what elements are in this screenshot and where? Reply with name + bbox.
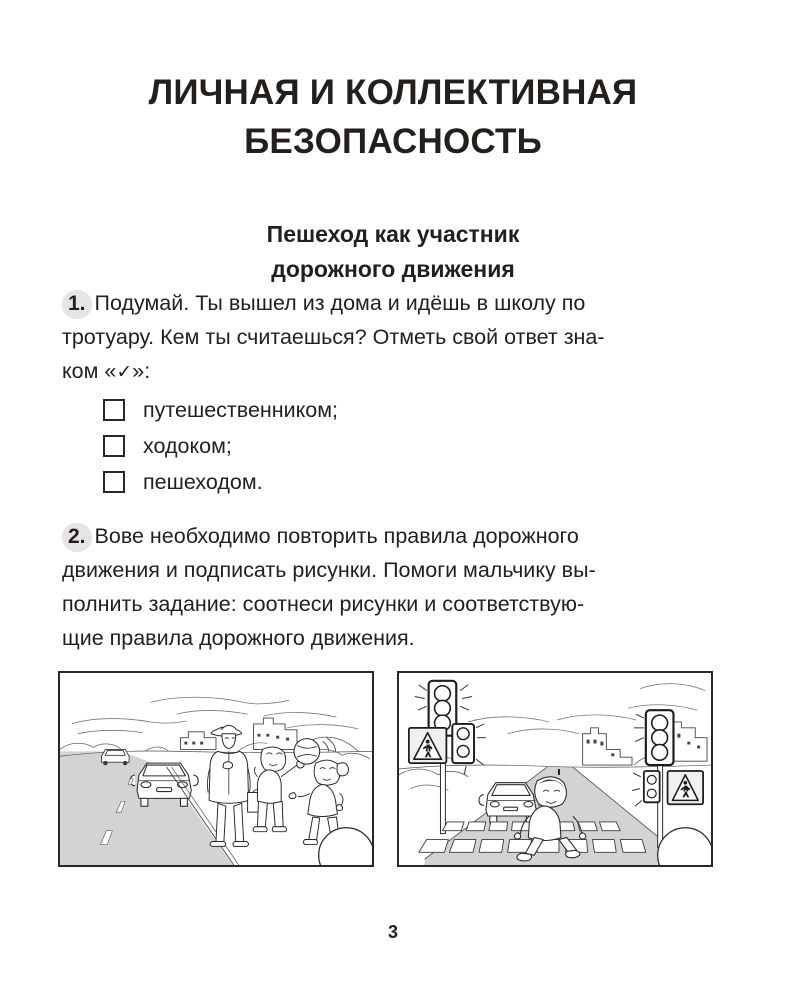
task-1: 1.Подумай. Ты вышел из дома и идёшь в шк… <box>62 286 727 390</box>
option-row-walker[interactable]: ходоком; <box>103 430 603 461</box>
task-1-line-2: тротуару. Кем ты считаешься? Отметь свой… <box>62 325 605 349</box>
section-subtitle: Пешеход как участник дорожного движения <box>60 217 726 287</box>
figure-right-drawing <box>399 673 711 865</box>
task-1-number: 1. <box>62 290 92 319</box>
figure-boy-crossing-at-traffic-light[interactable] <box>397 671 713 867</box>
task-2-line-4: щие правила дорожного движения. <box>62 626 415 650</box>
option-label-traveller: путешественником; <box>143 397 339 422</box>
checkbox-walker[interactable] <box>103 434 125 457</box>
task-1-first-line: 1.Подумай. Ты вышел из дома и идёшь в шк… <box>62 286 727 320</box>
task-1-line-1: Подумай. Ты вышел из дома и идёшь в школ… <box>94 291 586 315</box>
page-title-line-2: БЕЗОПАСНОСТЬ <box>244 122 542 162</box>
page-title: ЛИЧНАЯ И КОЛЛЕКТИВНАЯ БЕЗОПАСНОСТЬ <box>60 68 726 166</box>
figure-pedestrians-on-sidewalk[interactable] <box>58 671 374 867</box>
task-2-number: 2. <box>62 523 92 552</box>
figure-left-drawing <box>60 673 372 865</box>
task-2-first-line: 2.Вове необходимо повторить правила доро… <box>62 519 727 553</box>
section-subtitle-line-2: дорожного движения <box>271 256 515 283</box>
task-2: 2.Вове необходимо повторить правила доро… <box>62 519 727 655</box>
option-label-pedestrian: пешеходом. <box>143 469 263 494</box>
section-subtitle-line-1: Пешеход как участник <box>266 221 520 248</box>
option-row-pedestrian[interactable]: пешеходом. <box>103 466 603 497</box>
task-2-line-3: полнить задание: соотнеси рисунки и соот… <box>62 592 585 616</box>
task-1-line-3: ком «✓»: <box>62 354 727 390</box>
option-label-walker: ходоком; <box>143 433 232 458</box>
option-row-traveller[interactable]: путешественником; <box>103 394 603 425</box>
checkbox-traveller[interactable] <box>103 398 125 421</box>
illustrations <box>58 671 728 869</box>
task-1-line-3-head: ком « <box>62 359 117 383</box>
traffic-light-left-group <box>407 679 486 835</box>
checkmark-icon: ✓ <box>116 362 133 383</box>
task-2-line-2: движения и подписать рисунки. Помоги мал… <box>62 558 596 582</box>
page-title-line-1: ЛИЧНАЯ И КОЛЛЕКТИВНАЯ <box>148 73 638 113</box>
traffic-light-right-group <box>631 709 704 848</box>
task-1-line-3-tail: »: <box>132 359 151 383</box>
checkbox-pedestrian[interactable] <box>103 470 125 493</box>
task-1-options: путешественником; ходоком; пешеходом. <box>103 394 603 502</box>
page-number: 3 <box>387 922 398 942</box>
task-2-line-1: Вове необходимо повторить правила дорожн… <box>94 524 579 548</box>
